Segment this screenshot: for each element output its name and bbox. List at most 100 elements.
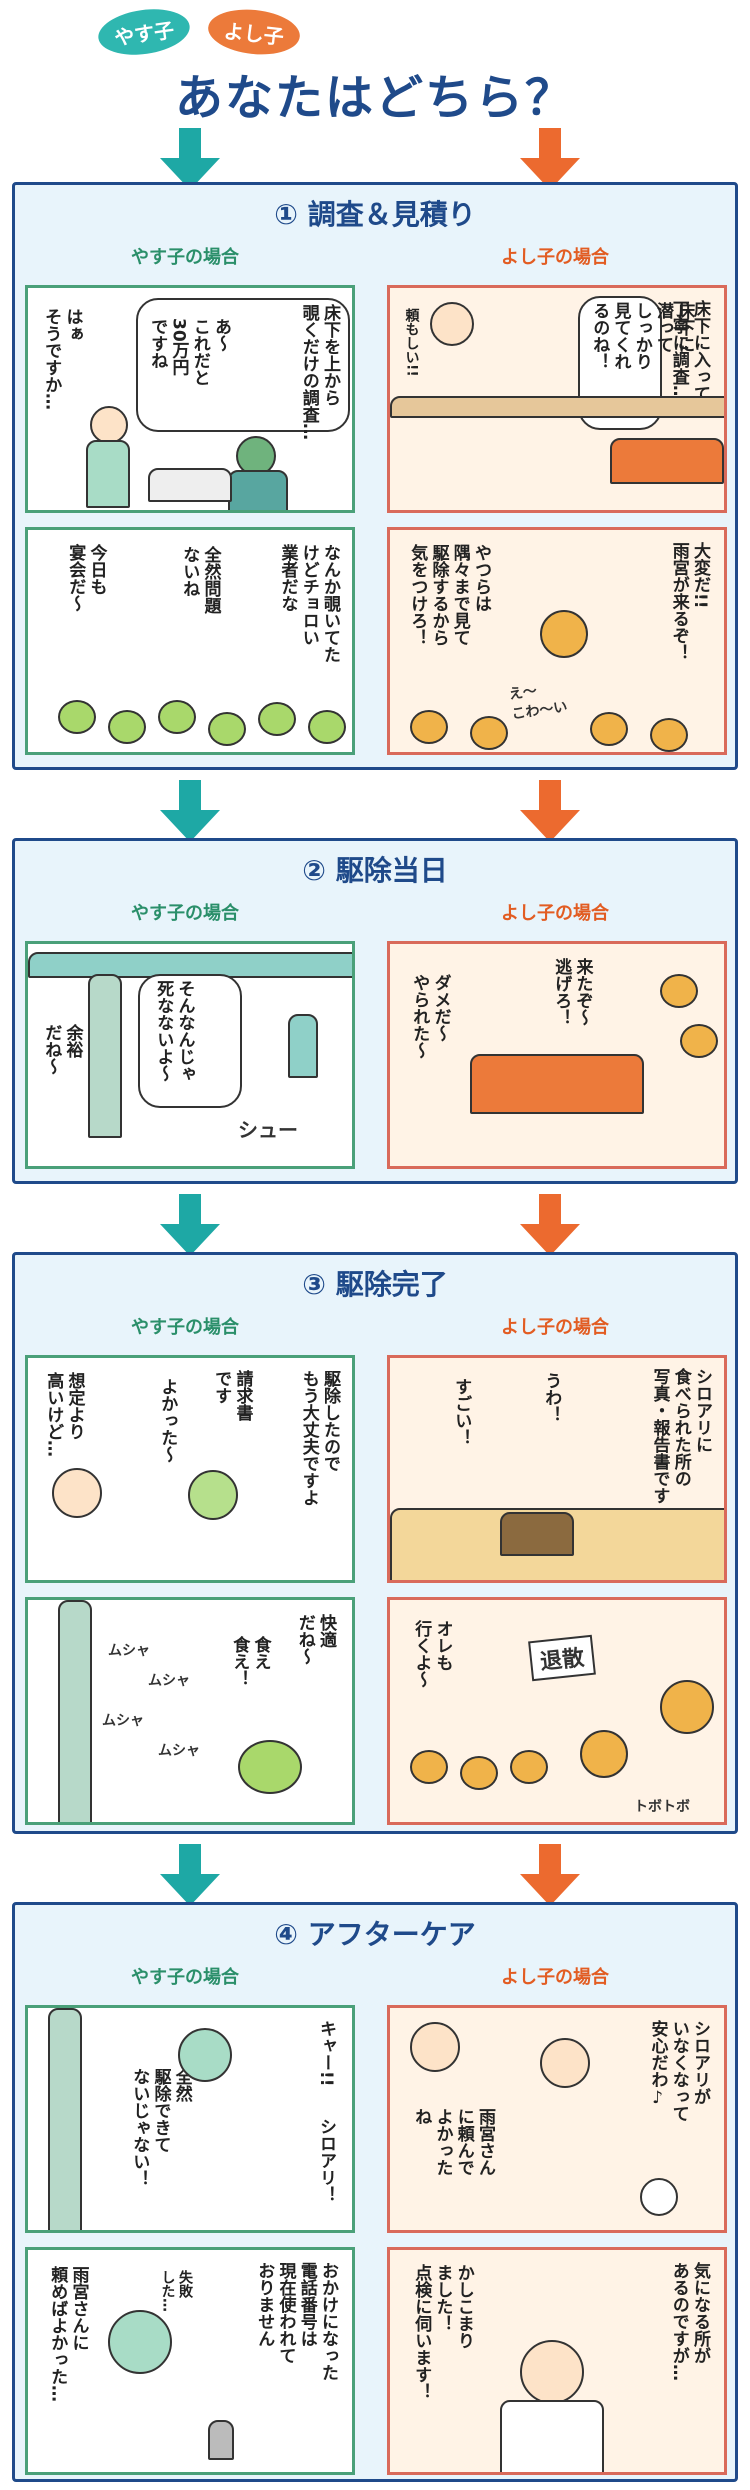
comic-panel: シロアリに 食べられた所の 写真・報告書です うわ！ すごい！ xyxy=(387,1355,727,1583)
speech-text: キャー!! xyxy=(316,2020,336,2087)
comic-panel: 大変だ!! 雨宮が来るぞ！ やつらは 隅々まで見て 駆除するから 気をつけろ！ … xyxy=(387,527,727,755)
section-extermination-day: ② 駆除当日 やす子の場合 よし子の場合 そんなんじゃ 死なないよ〜 余裕 だね… xyxy=(12,838,738,1184)
speech-text: やつらは 隅々まで見て 駆除するから 気をつけろ！ xyxy=(407,544,491,646)
floor-beam xyxy=(390,396,724,418)
wood-post xyxy=(48,2008,82,2230)
cat-icon xyxy=(640,2178,678,2216)
speech-text: 今日も 宴会だ〜 xyxy=(65,544,107,612)
speech-text: 雨宮さん に頼んで よかった ね xyxy=(411,2108,495,2176)
termite-leader xyxy=(540,610,588,658)
comic-panel: キャー!! 全然 駆除できて ないじゃない！ シロアリ！ xyxy=(25,2005,355,2233)
termite xyxy=(108,710,146,744)
comic-panel: 床下に入って 丁寧に調査… 床下に 潜って しっかり 見てくれ るのね！ 頼もし… xyxy=(387,285,727,513)
speech-text: 食え 食え！ xyxy=(229,1636,271,1687)
speech-text: ダメだ〜 やられた〜 xyxy=(409,974,451,1059)
sfx-text: ムシャ xyxy=(158,1743,200,1759)
comic-panel: 快適 だね〜 食え 食え！ ムシャ ムシャ ムシャ ムシャ xyxy=(25,1597,355,1825)
phone-icon xyxy=(208,2420,234,2460)
termite xyxy=(158,700,196,734)
operator-figure xyxy=(520,2340,584,2404)
speech-text: うわ！ xyxy=(541,1372,562,1423)
speech-text: すごい！ xyxy=(451,1378,472,1446)
yasuko-figure xyxy=(90,406,128,444)
yasuko-figure xyxy=(52,1468,102,1518)
comic-panel: そんなんじゃ 死なないよ〜 余裕 だね〜 シュー xyxy=(25,941,355,1169)
termite xyxy=(308,710,346,744)
comic-panel: オレも 行くよ〜 退散 トボトボ xyxy=(387,1597,727,1825)
operator-body xyxy=(500,2400,604,2472)
husband-figure xyxy=(410,2022,460,2072)
sfx-text: トボトボ xyxy=(634,1799,690,1815)
page-title: あなたはどちら？ xyxy=(174,70,575,126)
termite xyxy=(470,716,508,750)
comic-panel: 駆除したので もう大丈夫ですよ 請求書 です よかった〜 想定より 高いけど… xyxy=(25,1355,355,1583)
termite xyxy=(590,712,628,746)
wood-post xyxy=(88,974,122,1138)
termite xyxy=(238,1740,302,1794)
comic-panel: おかけになった 電話番号は 現在使われて おりません 失敗 した… 雨宮さんに … xyxy=(25,2247,355,2475)
speech-text: 駆除したので もう大丈夫ですよ xyxy=(298,1370,340,1506)
speech-text: オレも 行くよ〜 xyxy=(411,1620,453,1688)
speech-text: 請求書 です xyxy=(211,1370,253,1421)
section-survey: ① 調査＆見積り やす子の場合 よし子の場合 床下を上から 覗くだけの調査… あ… xyxy=(12,182,738,770)
termite xyxy=(258,702,296,736)
sfx-text: え〜 こわ〜い xyxy=(507,683,569,723)
termite xyxy=(410,1750,448,1784)
sfx-text: ムシャ xyxy=(108,1643,150,1659)
sfx-text: ムシャ xyxy=(148,1673,190,1689)
comic-panel: 気になる所が あるのですが… かしこまり ました！ 点検に伺います！ xyxy=(387,2247,727,2475)
section-aftercare: ④ アフターケア やす子の場合 よし子の場合 キャー!! 全然 駆除できて ない… xyxy=(12,1902,738,2482)
yoshiko-figure xyxy=(430,302,474,346)
worker-spraying xyxy=(470,1054,644,1114)
speech-text: かしこまり ました！ 点検に伺います！ xyxy=(411,2264,474,2400)
speech-text: 余裕 だね〜 xyxy=(41,1024,83,1075)
termite xyxy=(660,974,698,1008)
speech-text: 頼もしい!! xyxy=(403,308,420,377)
termite-leader xyxy=(660,1680,714,1734)
yoshiko-case-label: よし子の場合 xyxy=(501,903,609,924)
yasuko-figure xyxy=(108,2310,172,2374)
worker-body xyxy=(228,470,288,510)
sfx-text: シュー xyxy=(238,1118,298,1142)
worker-crawling xyxy=(610,438,724,484)
speech-text: そんなんじゃ 死なないよ〜 xyxy=(153,980,195,1082)
speech-text: 全然問題 ないね xyxy=(179,546,221,614)
termite xyxy=(58,700,96,734)
yasuko-case-label: やす子の場合 xyxy=(131,1317,239,1338)
yasuko-case-label: やす子の場合 xyxy=(131,247,239,268)
retreat-flag-text: 退散 xyxy=(528,1634,596,1682)
termite xyxy=(580,1730,628,1778)
speech-text: 来たぞ〜 逃げろ！ xyxy=(551,958,593,1026)
speech-text: よかった〜 xyxy=(157,1378,178,1463)
termite xyxy=(460,1756,498,1790)
yoshiko-badge: よし子 xyxy=(205,5,303,59)
section-title: ① 調査＆見積り xyxy=(274,198,476,231)
yoshiko-case-label: よし子の場合 xyxy=(501,247,609,268)
spray-can-icon xyxy=(288,1014,318,1078)
speech-text: あ〜 これだと 30万円 ですね xyxy=(147,318,231,386)
comic-panel: 来たぞ〜 逃げろ！ ダメだ〜 やられた〜 xyxy=(387,941,727,1169)
section-title: ④ アフターケア xyxy=(274,1918,476,1951)
comic-panel: シロアリが いなくなって 安心だわ♪ 雨宮さん に頼んで よかった ね xyxy=(387,2005,727,2233)
floor-hatch xyxy=(148,468,232,502)
termite xyxy=(510,1750,548,1784)
speech-text: 失敗 した… xyxy=(159,2270,194,2312)
sfx-text: ムシャ xyxy=(102,1713,144,1729)
speech-text: 想定より 高いけど… xyxy=(43,1372,85,1457)
speech-text: 快適 だね〜 xyxy=(294,1614,336,1665)
speech-text: シロアリ！ xyxy=(316,2118,336,2203)
speech-text: 全然 駆除できて ないじゃない！ xyxy=(129,2068,192,2187)
termite xyxy=(410,710,448,744)
section-title: ③ 駆除完了 xyxy=(302,1268,448,1301)
report-book-icon xyxy=(500,1512,574,1556)
termite xyxy=(208,712,246,746)
yasuko-body xyxy=(86,440,130,508)
comic-panel: なんか覗いてた けどチョロい 業者だな 全然問題 ないね 今日も 宴会だ〜 xyxy=(25,527,355,755)
yoshiko-case-label: よし子の場合 xyxy=(501,1967,609,1988)
yasuko-case-label: やす子の場合 xyxy=(131,1967,239,1988)
speech-text: シロアリに 食べられた所の 写真・報告書です xyxy=(649,1368,713,1504)
yasuko-figure xyxy=(178,2028,232,2082)
yasuko-badge: やす子 xyxy=(95,3,193,61)
yoshiko-figure xyxy=(540,2038,590,2088)
narration-text: 床下に入って 丁寧に調査… xyxy=(668,300,710,402)
